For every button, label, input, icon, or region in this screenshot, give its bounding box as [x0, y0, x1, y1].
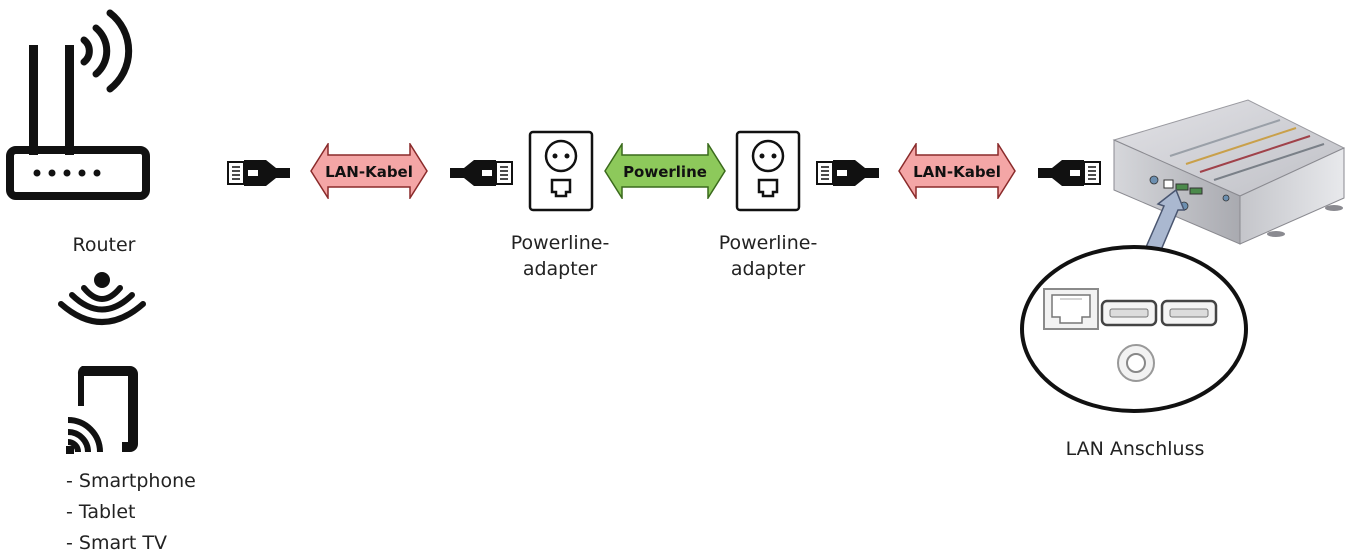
lan-cable-arrow-left: LAN-Kabel [310, 143, 428, 199]
router-icon [6, 9, 150, 200]
lan-cable-label-right: LAN-Kabel [913, 163, 1001, 181]
powerline-adapter-label-left-line1: Powerline- [510, 232, 610, 254]
powerline-adapter-label-right-line2: adapter [730, 258, 806, 280]
device-item-smartphone: - Smartphone [66, 470, 196, 492]
router-label: Router [72, 234, 136, 256]
ethernet-plug-icon [227, 160, 290, 186]
powerline-adapter-label-left: Powerline- adapter [490, 230, 630, 282]
ethernet-plug-icon [450, 160, 513, 186]
powerline-label: Powerline [623, 163, 707, 181]
device-item-smart-tv: - Smart TV [66, 532, 168, 554]
powerline-adapter-label-right-line1: Powerline- [718, 232, 818, 254]
lan-cable-arrow-right: LAN-Kabel [898, 143, 1016, 199]
ethernet-plug-icon [816, 160, 879, 186]
wifi-signal-icon [58, 272, 146, 325]
device-list: - Smartphone - Tablet - Smart TV [66, 466, 196, 559]
lan-port-label: LAN Anschluss [1065, 438, 1205, 460]
cast-device-icon [66, 366, 138, 454]
powerline-adapter-icon [528, 130, 594, 212]
ethernet-plug-icon [1038, 160, 1101, 186]
powerline-adapter-label-left-line2: adapter [522, 258, 598, 280]
device-item-tablet: - Tablet [66, 501, 136, 523]
powerline-adapter-icon [735, 130, 801, 212]
powerline-arrow: Powerline [604, 143, 726, 199]
lan-cable-label-left: LAN-Kabel [325, 163, 413, 181]
lan-port-magnifier [1020, 245, 1248, 413]
powerline-adapter-label-right: Powerline- adapter [698, 230, 838, 282]
